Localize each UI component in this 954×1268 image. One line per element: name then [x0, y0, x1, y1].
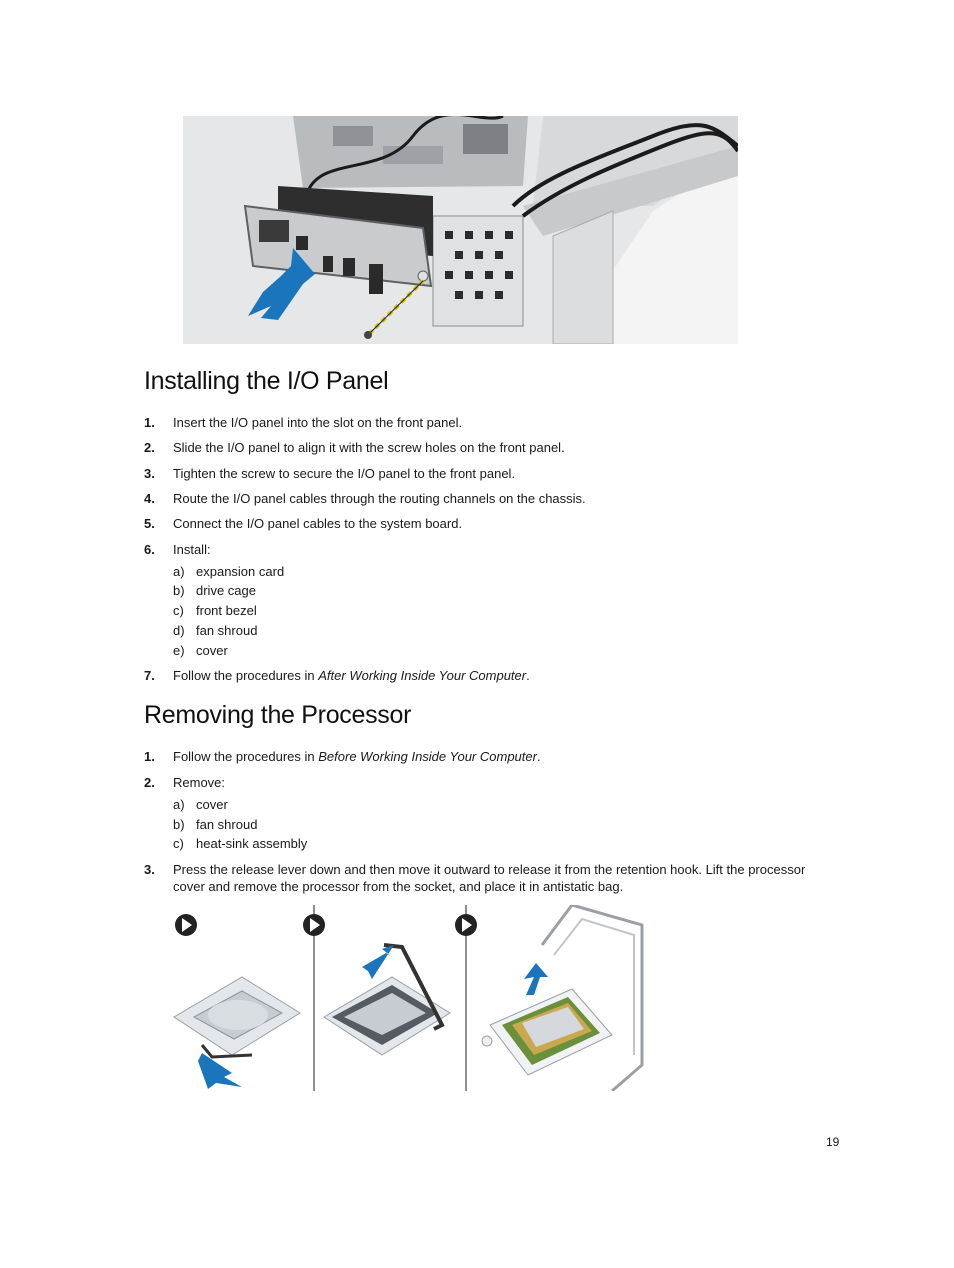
step-text: Slide the I/O panel to align it with the… [173, 440, 565, 455]
sub-list-item: c) front bezel [173, 602, 257, 619]
step-text-plain: Follow the procedures in [173, 749, 319, 764]
sub-item-letter: a) [173, 797, 185, 812]
step-number: 2. [144, 775, 155, 790]
sub-list-item: e) cover [173, 642, 228, 659]
sub-list-item: b) fan shroud [173, 816, 257, 833]
sub-list-item: a) cover [173, 796, 228, 813]
sub-item-letter: e) [173, 643, 185, 658]
sub-item-text: expansion card [196, 564, 285, 579]
step-number: 7. [144, 668, 155, 683]
step-marker-icon [175, 914, 477, 936]
sub-item-letter: b) [173, 817, 185, 832]
sub-item-text: fan shroud [196, 817, 258, 832]
step-number: 2. [144, 440, 155, 455]
sub-item-text: cover [196, 797, 228, 812]
page-number: 19 [826, 1135, 840, 1149]
io-panel-illustration [183, 113, 740, 345]
section-title-install: Installing the I/O Panel [144, 367, 389, 395]
sub-item-text: front bezel [196, 603, 257, 618]
step-text: Follow the procedures in Before Working … [173, 748, 541, 765]
step-text: Remove: [173, 775, 226, 790]
section-title-remove: Removing the Processor [144, 701, 412, 729]
step-text: Install: [173, 542, 211, 557]
step-number: 4. [144, 491, 155, 506]
sub-item-letter: a) [173, 564, 185, 579]
step-text-plain: Follow the procedures in [173, 668, 319, 683]
cross-reference: After Working Inside Your Computer [318, 668, 527, 683]
sub-item-letter: b) [173, 583, 185, 598]
sub-list-item: c) heat-sink assembly [173, 835, 307, 852]
sub-item-letter: d) [173, 623, 185, 638]
processor-removal-illustration [172, 903, 658, 1093]
sub-item-text: fan shroud [196, 623, 258, 638]
sub-item-letter: c) [173, 836, 184, 851]
sub-item-letter: c) [173, 603, 184, 618]
step-text: Tighten the screw to secure the I/O pane… [173, 466, 516, 481]
sub-item-text: drive cage [196, 583, 256, 598]
step-number: 3. [144, 466, 155, 481]
step-text-end: . [536, 749, 541, 764]
step-text: Press the release lever down and then mo… [173, 862, 806, 894]
cross-reference: Before Working Inside Your Computer [318, 749, 537, 764]
step-text-end: . [526, 668, 530, 683]
step-number: 1. [144, 749, 155, 764]
sub-item-text: cover [196, 643, 228, 658]
step-text: Connect the I/O panel cables to the syst… [173, 516, 463, 531]
sub-list-item: a) expansion card [173, 563, 284, 580]
sub-list-item: d) fan shroud [173, 622, 257, 639]
step-number: 1. [144, 415, 155, 430]
step-text: Route the I/O panel cables through the r… [173, 491, 586, 506]
step-number: 6. [144, 542, 155, 557]
step-number: 3. [144, 862, 155, 877]
sub-list-item: b) drive cage [173, 582, 256, 599]
step-text: Insert the I/O panel into the slot on th… [173, 415, 463, 430]
sub-item-text: heat-sink assembly [196, 836, 308, 851]
step-number: 5. [144, 516, 155, 531]
step-text: Follow the procedures in After Working I… [173, 667, 530, 684]
